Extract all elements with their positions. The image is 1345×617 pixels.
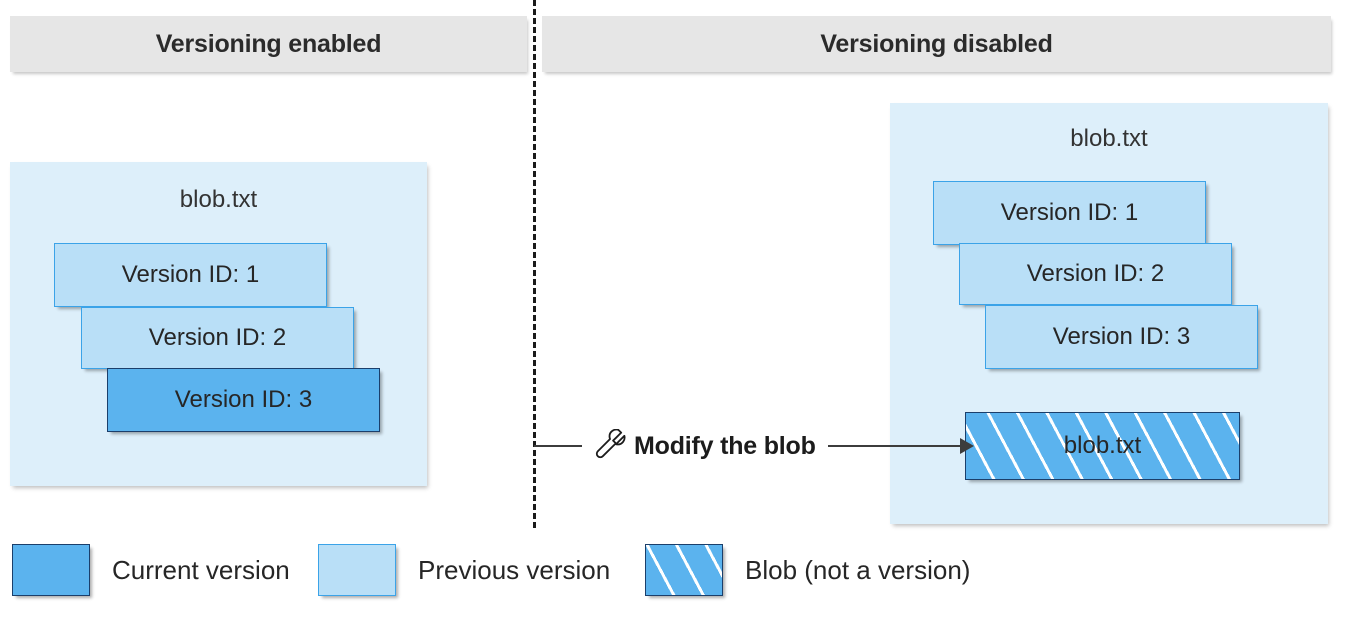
legend-label: Current version [112,554,290,585]
legend-label: Previous version [418,554,611,585]
version-card-label: Version ID: 1 [1000,199,1139,226]
version-card-label: Version ID: 3 [1052,323,1191,350]
column-header-label: Versioning enabled [155,29,382,58]
column-header-label: Versioning disabled [820,29,1053,58]
blob-name-label: blob.txt [1070,125,1148,152]
version-card-2: Version ID: 2 [959,243,1232,305]
version-card-3: Version ID: 3 [985,305,1258,369]
hatched-blob-box: blob.txt [965,412,1240,480]
version-card-1: Version ID: 1 [54,243,327,307]
vertical-dashed-divider [533,0,536,528]
version-card-label: Version ID: 2 [148,324,287,351]
hatched-blob-label: blob.txt [1063,432,1142,459]
arrow-head [960,438,974,454]
version-card-label: Version ID: 3 [174,386,313,413]
annotation-lead-line [534,445,582,447]
blob-container-versioning-enabled: blob.txt Version ID: 1 Version ID: 2 Ver… [10,162,427,486]
annotation-arrow [827,438,974,454]
legend-swatch-blob-not-a-version [645,544,723,596]
modify-blob-annotation: Modify the blob [534,425,974,467]
modify-blob-label: Modify the blob [634,431,816,460]
legend-swatch-previous-version [318,544,396,596]
legend-item-blob-not-a-version: Blob (not a version) [645,543,970,597]
version-card-label: Version ID: 1 [121,261,260,288]
legend-item-previous-version: Previous version [318,543,610,597]
column-header-versioning-enabled: Versioning enabled [10,16,527,72]
legend-label: Blob (not a version) [745,554,971,585]
wrench-icon [595,429,626,459]
version-card-2: Version ID: 2 [81,307,354,369]
version-card-3-current: Version ID: 3 [107,368,380,432]
version-card-label: Version ID: 2 [1026,260,1165,287]
version-card-1: Version ID: 1 [933,181,1206,245]
column-header-versioning-disabled: Versioning disabled [542,16,1331,72]
blob-name-label: blob.txt [179,186,258,213]
legend-swatch-current-version [12,544,90,596]
legend: Current version Previous version Blob (n… [0,543,1345,603]
arrow-line [827,445,961,447]
legend-item-current-version: Current version [12,543,290,597]
